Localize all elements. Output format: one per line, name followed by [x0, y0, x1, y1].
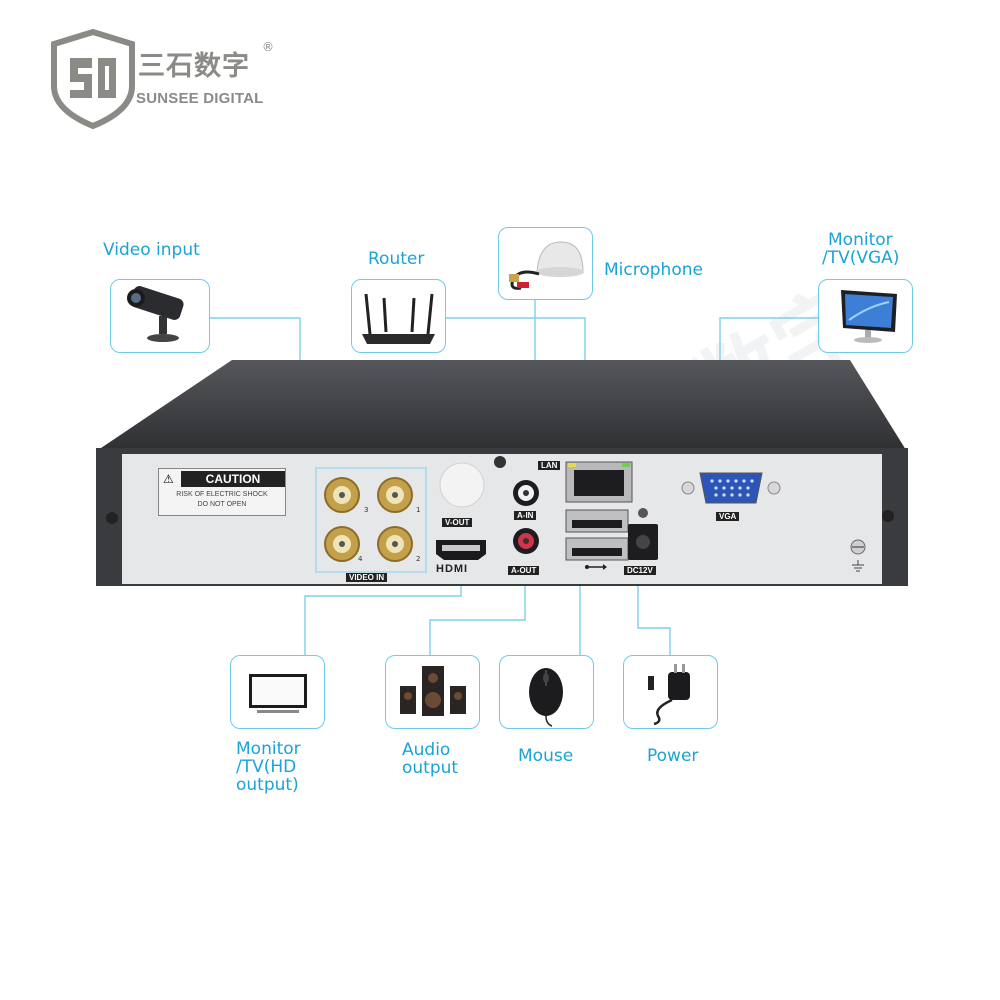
caution-sticker: CAUTION ⚠ RISK OF ELECTRIC SHOCK DO NOT …: [158, 468, 286, 516]
camera-icon: [127, 286, 184, 342]
speaker-box: [385, 655, 480, 729]
bnc-number-1: 1: [416, 506, 421, 514]
vga-monitor-box: [818, 279, 913, 353]
bnc-number-4: 4: [358, 555, 363, 563]
router-icon: [362, 293, 435, 344]
label-hdmi: HDMI: [436, 563, 469, 575]
label-power: Power: [647, 746, 699, 766]
vga-monitor-icon: [841, 290, 897, 343]
label-monitor-vga-1: Monitor: [828, 230, 893, 250]
label-video-input: Video input: [103, 240, 200, 260]
brand-name-en: SUNSEE DIGITAL: [136, 90, 264, 107]
brand-registered-mark: ®: [262, 40, 274, 54]
label-lan: LAN: [538, 461, 561, 470]
power-box: [623, 655, 718, 729]
mouse-box: [499, 655, 594, 729]
label-monitor-hd-3: output): [236, 775, 299, 795]
brand-name-cn: 三石数字: [138, 51, 250, 82]
hd-monitor-box: [230, 655, 325, 729]
mouse-icon: [529, 668, 563, 727]
bnc-number-3: 3: [364, 506, 369, 514]
label-mouse: Mouse: [518, 746, 574, 766]
ground-icon: [852, 560, 864, 572]
usb-icon: [585, 564, 607, 570]
caution-line1: RISK OF ELECTRIC SHOCK: [176, 491, 268, 498]
shield-logo-icon: [51, 28, 135, 130]
label-vga: VGA: [716, 512, 740, 521]
microphone-box: [498, 227, 593, 300]
label-v-out: V-OUT: [442, 518, 473, 527]
router-box: [351, 279, 446, 353]
camera-box: [110, 279, 210, 353]
label-a-in: A-IN: [514, 511, 537, 520]
caution-title: CAUTION: [181, 471, 285, 487]
label-audio-1: Audio: [402, 740, 451, 760]
label-dc12v: DC12V: [624, 566, 656, 575]
label-video-in: VIDEO IN: [346, 573, 388, 582]
label-monitor-hd-2: /TV(HD: [236, 757, 297, 777]
bnc-number-2: 2: [416, 555, 421, 563]
caution-warning-icon: ⚠: [163, 472, 174, 486]
label-router: Router: [368, 249, 425, 269]
label-audio-2: output: [402, 758, 459, 778]
caution-line2: DO NOT OPEN: [197, 501, 247, 508]
label-a-out: A-OUT: [508, 566, 540, 575]
power-adapter-icon: [648, 664, 690, 726]
speaker-icon: [400, 666, 466, 716]
hd-monitor-icon: [249, 674, 307, 713]
bnc-connector: [324, 477, 413, 562]
microphone-icon: [509, 241, 584, 290]
label-microphone: Microphone: [604, 260, 703, 280]
label-monitor-vga-2: /TV(VGA): [822, 248, 900, 268]
label-monitor-hd-1: Monitor: [236, 739, 301, 759]
